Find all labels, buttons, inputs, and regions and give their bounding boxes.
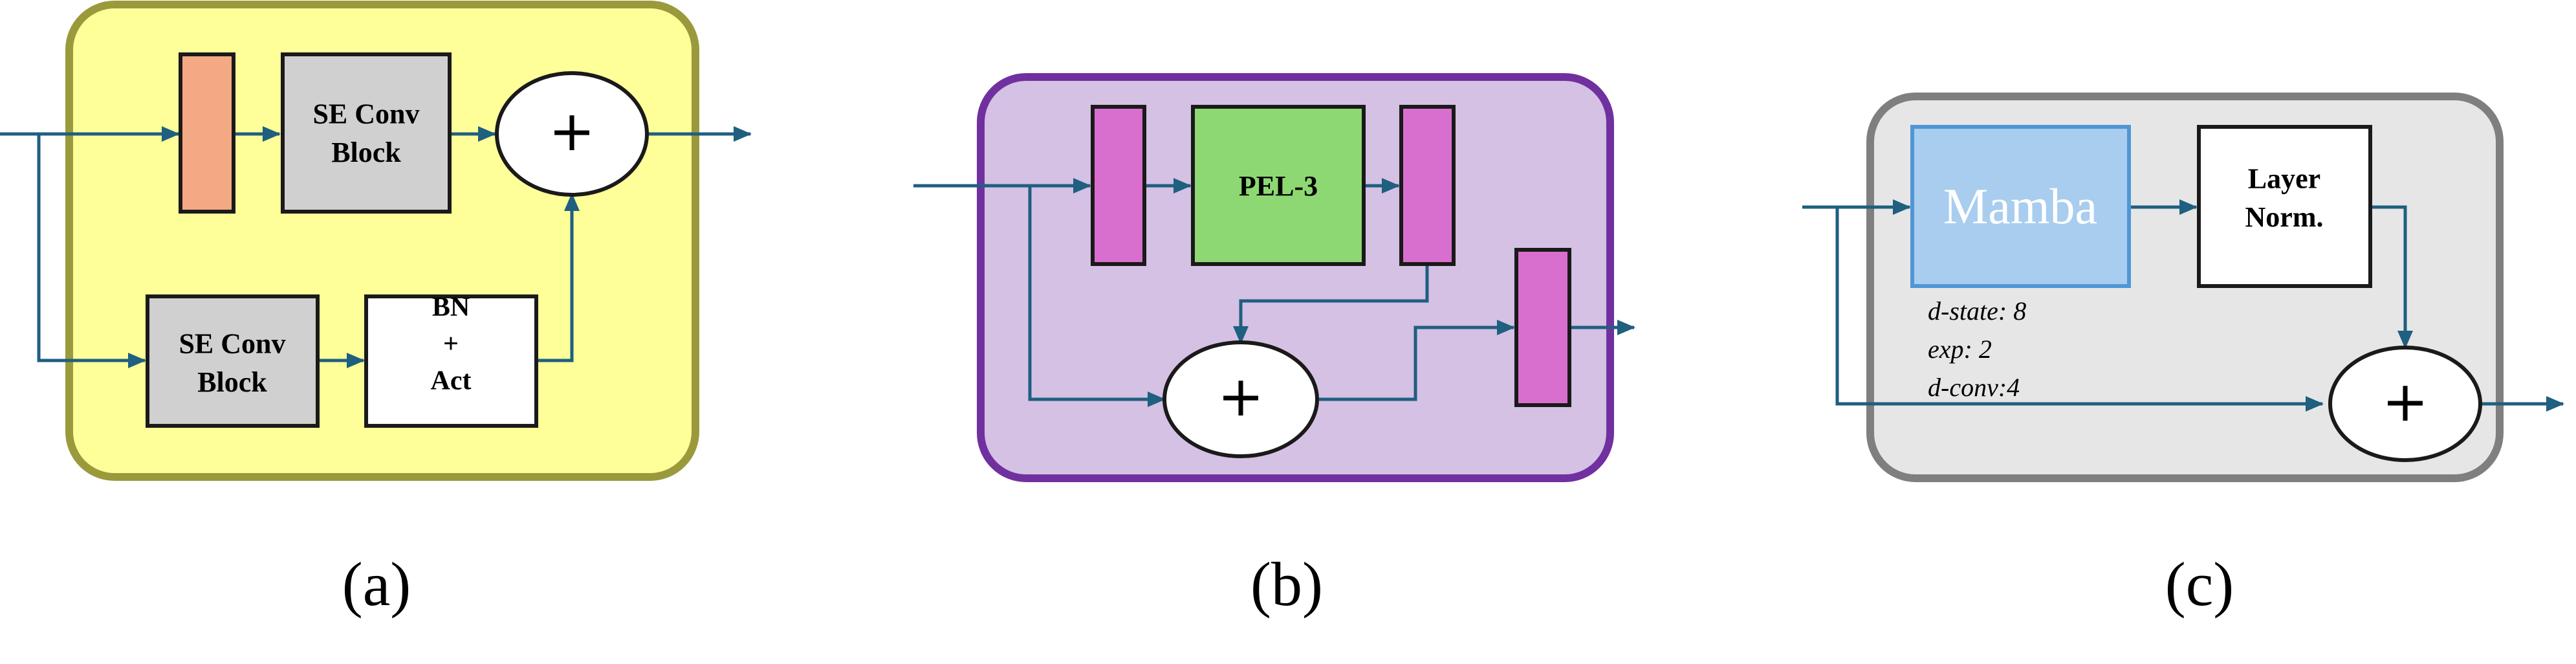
- sum-node-b: [1162, 340, 1319, 458]
- mamba-label: Mamba: [1943, 178, 2097, 234]
- sum-node-a: [495, 71, 649, 197]
- caption-c: (c): [2165, 549, 2234, 619]
- panel-c-arrows: [1802, 199, 2564, 412]
- panel-b: PEL-3 + (b): [913, 73, 1635, 619]
- param-d-state: d-state: 8: [1928, 296, 2026, 326]
- sum-node-a-plus: +: [549, 99, 595, 164]
- bn-act-block-label: BN+Act: [431, 293, 472, 395]
- param-exp: exp: 2: [1928, 335, 1992, 364]
- se-conv-block-top: [281, 52, 452, 214]
- caption-b: (b): [1250, 549, 1323, 619]
- pink-block-3: [1514, 248, 1571, 407]
- param-d-conv: d-conv:4: [1928, 373, 2020, 402]
- sum-node-c-plus: +: [2382, 370, 2429, 434]
- pel-3-block: [1191, 105, 1366, 266]
- pel-3-label: PEL-3: [1239, 170, 1318, 202]
- mamba-block: [1910, 125, 2131, 288]
- panel-b-arrows: [913, 178, 1635, 407]
- mamba-params: d-state: 8 exp: 2 d-conv:4: [1928, 296, 2026, 402]
- se-conv-block-bottom: [146, 294, 320, 428]
- panel-a-arrows: [0, 126, 752, 368]
- caption-a: (a): [342, 549, 411, 619]
- bn-act-block: [364, 294, 538, 428]
- sum-node-b-plus: +: [1217, 364, 1264, 429]
- pink-block-2: [1399, 105, 1456, 266]
- pink-block-1: [1091, 105, 1146, 266]
- orange-block: [179, 52, 235, 214]
- layer-norm-block: [2197, 125, 2372, 288]
- sum-node-c: [2328, 346, 2482, 462]
